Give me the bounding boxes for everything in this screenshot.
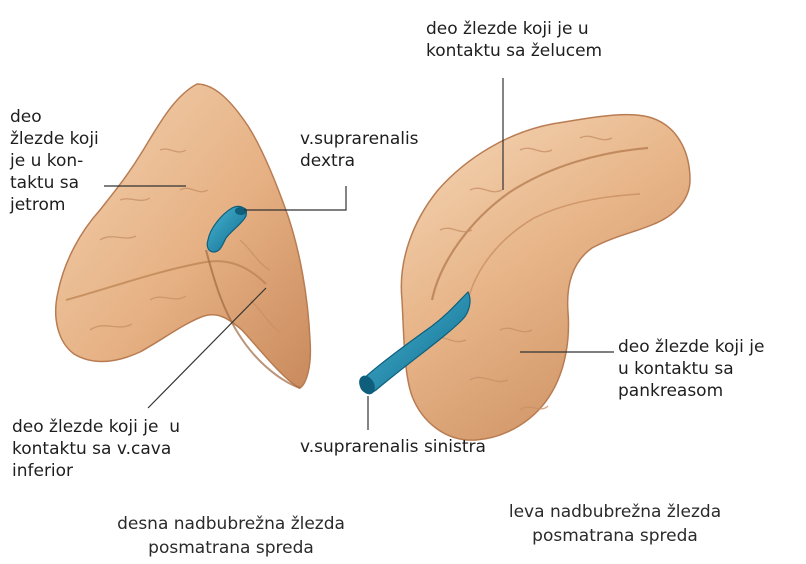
label-left-pancreas-contact: deo žlezde koji je u kontaktu sa pankrea… [618,336,764,402]
label-right-vena-cava-contact: deo žlezde koji je u kontaktu sa v.cava … [12,416,180,482]
label-right-vein: v.suprarenalis dextra [300,128,419,172]
right-vein-opening [235,207,247,215]
label-left-vein: v.suprarenalis sinistra [300,436,486,458]
label-left-stomach-contact: deo žlezde koji je u kontaktu sa želucem [426,18,602,62]
caption-left-gland: leva nadbubrežna žlezda posmatrana spred… [470,500,760,548]
label-right-liver-contact: deo žlezde koji je u kon- taktu sa jetro… [10,106,99,216]
caption-right-gland: desna nadbubrežna žlezda posmatrana spre… [86,512,376,560]
